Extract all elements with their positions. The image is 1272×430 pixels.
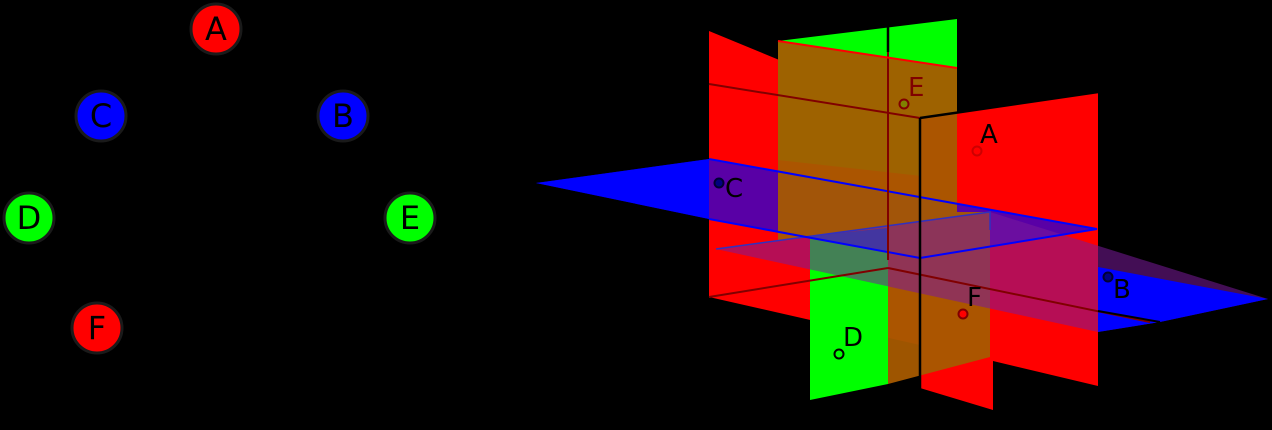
- plane-point-f: F: [957, 283, 982, 320]
- plane-point-b: B: [1102, 271, 1131, 305]
- point-label: E: [908, 73, 924, 103]
- plane-point-group: E A C B F D: [713, 73, 1131, 360]
- orange-overlay-plane: [778, 41, 990, 384]
- black-edge-top-right: [919, 90, 1099, 120]
- point-label: B: [1113, 275, 1131, 305]
- plane-point-e: E: [898, 73, 924, 110]
- graph-node-group: A C B D E F: [2, 2, 437, 355]
- plane-point-d: D: [833, 323, 863, 360]
- node-circle: [70, 301, 124, 355]
- node-label: D: [17, 199, 42, 237]
- plane-point-a: A: [971, 120, 998, 157]
- black-edge-lower-right: [1097, 310, 1161, 323]
- node-label: A: [205, 10, 227, 48]
- node-label: E: [400, 199, 420, 237]
- blue-plane-upper-left-solid: [536, 159, 709, 219]
- point-label: A: [980, 120, 998, 150]
- graph-node-d: D: [2, 191, 56, 245]
- red-edge-top: [777, 40, 958, 69]
- node-label: F: [88, 309, 106, 347]
- node-circle: [316, 89, 370, 143]
- planes-diagram: E A C B F D: [536, 19, 1268, 410]
- node-label: B: [332, 97, 354, 135]
- graph-node-c: C: [74, 89, 128, 143]
- node-circle: [189, 2, 243, 56]
- intersection-line-bottom: [708, 267, 889, 298]
- point-marker: [971, 145, 983, 157]
- graph-node-e: E: [383, 191, 437, 245]
- node-label: C: [90, 97, 112, 135]
- point-marker: [898, 98, 910, 110]
- graph-node-f: F: [70, 301, 124, 355]
- blue-plane-lower-right-solid: [1098, 267, 1268, 332]
- node-circle: [383, 191, 437, 245]
- point-marker: [833, 348, 845, 360]
- point-label: C: [725, 174, 743, 204]
- node-circle: [74, 89, 128, 143]
- point-marker: [957, 308, 969, 320]
- node-circle: [2, 191, 56, 245]
- intersection-line-top: [708, 83, 921, 119]
- blue-plane-upper-outline: [708, 158, 1098, 260]
- graph-node-b: B: [316, 89, 370, 143]
- point-label: F: [967, 283, 982, 313]
- point-marker: [713, 177, 725, 189]
- plane-point-c: C: [713, 174, 743, 204]
- point-label: D: [843, 323, 863, 353]
- graph-node-a: A: [189, 2, 243, 56]
- point-marker: [1102, 271, 1114, 283]
